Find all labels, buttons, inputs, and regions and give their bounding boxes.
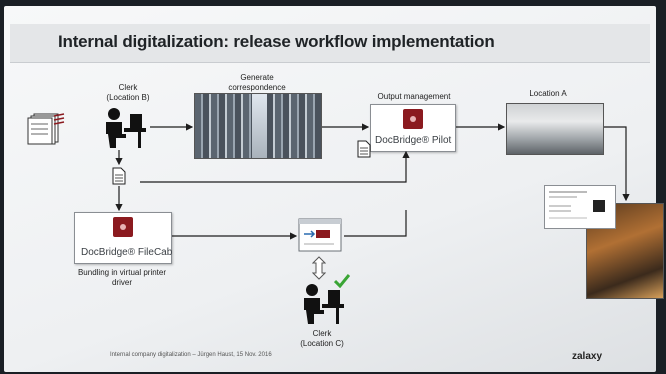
document-icon [357, 140, 371, 158]
docbridge-logo-icon [113, 217, 133, 237]
docbridge-filecab-box: DocBridge® FileCab [74, 212, 172, 264]
double-arrow-icon [312, 256, 326, 280]
clerk-icon [304, 284, 344, 324]
checkmark-icon [334, 274, 350, 288]
bundling-label: Bundling in virtual printer driver [77, 268, 167, 287]
clerk-b-label: Clerk (Location B) [106, 83, 150, 102]
letter-document [544, 185, 616, 229]
browser-window-icon [298, 218, 342, 252]
clerk-icon [106, 108, 146, 148]
footer-text: Internal company digitalization – Jürgen… [110, 352, 272, 358]
clerk-c-label: Clerk (Location C) [300, 329, 344, 348]
printer-photo [506, 103, 604, 155]
docbridge-logo-icon [403, 109, 423, 129]
footer-logo: zalaxy [572, 351, 603, 362]
generate-label: Generate correspondence [228, 73, 286, 92]
location-a-label: Location A [529, 89, 567, 98]
docbridge-pilot-box: DocBridge® Pilot [370, 104, 456, 152]
datacenter-photo [194, 93, 322, 159]
slide-title: Internal digitalization: release workflo… [58, 32, 495, 51]
arrow-window-out [344, 210, 407, 237]
arrow-feedback-to-pilot [140, 150, 410, 183]
doc-stack-icon [27, 113, 65, 145]
document-icon [112, 167, 126, 185]
filecab-brand: DocBridge® FileCab [81, 247, 173, 258]
arrow-printer-to-letter [604, 126, 630, 202]
title-bar: Internal digitalization: release workflo… [10, 24, 650, 63]
pilot-brand: DocBridge® Pilot [375, 135, 452, 146]
output-management-label: Output management [377, 92, 451, 101]
